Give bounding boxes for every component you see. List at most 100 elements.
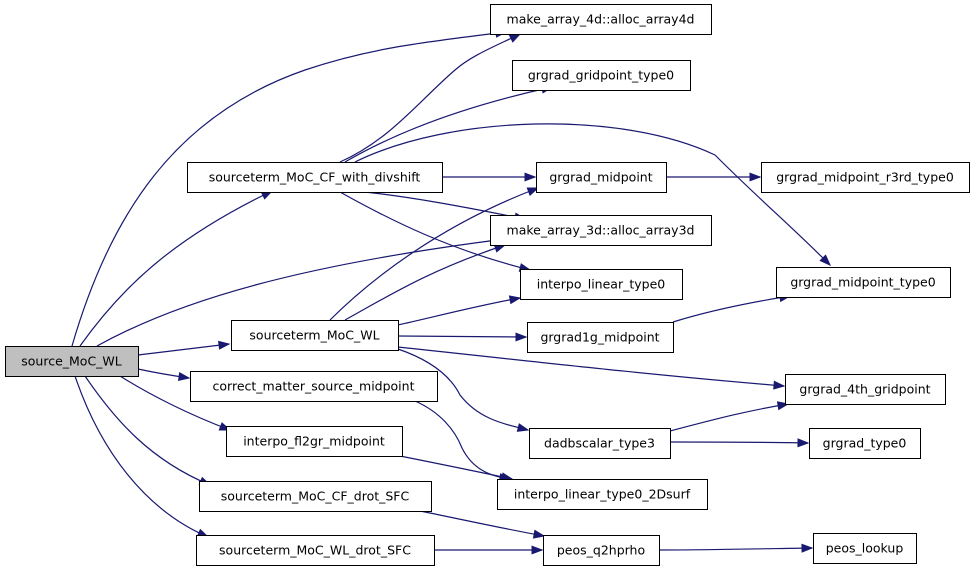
node-box bbox=[199, 481, 432, 512]
edge-line bbox=[96, 238, 506, 347]
edge-source-moc-wl-to-sourceterm-moc-wl-drot-sfc bbox=[74, 375, 210, 538]
edge-source-moc-wl-to-correct-matter-source-midpoint bbox=[137, 368, 191, 381]
node-box bbox=[490, 215, 712, 246]
node-label: sourceterm_MoC_WL_drot_SFC bbox=[219, 543, 411, 558]
node-grgrad-4th-gridpoint[interactable]: grgrad_4th_gridpoint bbox=[785, 374, 946, 405]
arrowhead bbox=[516, 423, 530, 432]
arrowhead bbox=[532, 529, 546, 539]
edge-line bbox=[397, 297, 521, 326]
node-grgrad-midpoint[interactable]: grgrad_midpoint bbox=[536, 162, 667, 193]
node-grgrad1g-midpoint[interactable]: grgrad1g_midpoint bbox=[527, 322, 674, 353]
edge-line bbox=[364, 191, 526, 220]
edge-source-moc-wl-to-sourceterm-moc-wl bbox=[137, 340, 231, 356]
node-box bbox=[497, 479, 708, 510]
edge-line bbox=[658, 547, 813, 551]
node-correct-matter-source-midpoint[interactable]: correct_matter_source_midpoint bbox=[190, 371, 438, 402]
node-box bbox=[512, 60, 691, 91]
node-label: source_MoC_WL bbox=[21, 354, 122, 369]
node-label: correct_matter_source_midpoint bbox=[213, 379, 415, 394]
edge-line bbox=[397, 348, 529, 431]
node-label: peos_lookup bbox=[826, 541, 904, 556]
edge-sourceterm-moc-wl-to-grgrad-midpoint bbox=[329, 187, 540, 321]
call-graph-edges bbox=[71, 28, 831, 555]
node-label: grgrad_type0 bbox=[823, 436, 907, 451]
edge-sourceterm-moc-wl-to-alloc-array3d bbox=[344, 244, 507, 321]
node-label: grgrad_4th_gridpoint bbox=[799, 382, 930, 397]
edge-grgrad-midpoint-to-grgrad-midpoint-r3rd-type0 bbox=[665, 172, 762, 182]
node-box bbox=[520, 269, 683, 300]
edge-grgrad1g-midpoint-to-grgrad-midpoint-type0 bbox=[672, 293, 792, 323]
node-interpo-fl2gr-midpoint[interactable]: interpo_fl2gr_midpoint bbox=[226, 426, 403, 457]
edge-line bbox=[339, 191, 531, 271]
node-sourceterm-moc-wl-drot-sfc[interactable]: sourceterm_MoC_WL_drot_SFC bbox=[196, 535, 435, 566]
edge-dadbscalar-type3-to-grgrad-type0 bbox=[669, 438, 810, 448]
edge-line bbox=[137, 343, 230, 356]
edge-sourceterm-moc-wl-to-grgrad1g-midpoint bbox=[397, 332, 528, 342]
node-label: grgrad_midpoint_r3rd_type0 bbox=[776, 170, 954, 185]
node-sourceterm-moc-wl[interactable]: sourceterm_MoC_WL bbox=[231, 320, 399, 351]
node-grgrad-gridpoint-type0[interactable]: grgrad_gridpoint_type0 bbox=[512, 60, 691, 91]
arrowhead bbox=[515, 332, 528, 342]
arrowhead bbox=[508, 33, 522, 43]
edge-line bbox=[419, 510, 545, 537]
node-label: peos_q2hprho bbox=[557, 543, 645, 558]
arrowhead bbox=[177, 372, 191, 381]
node-grgrad-midpoint-r3rd-type0[interactable]: grgrad_midpoint_r3rd_type0 bbox=[761, 162, 970, 193]
node-sourceterm-moc-cf-with-divshift[interactable]: sourceterm_MoC_CF_with_divshift bbox=[187, 162, 443, 193]
edge-correct-matter-source-midpoint-to-interpo-linear-type0-2dsurf bbox=[414, 400, 512, 483]
node-alloc-array4d[interactable]: make_array_4d::alloc_array4d bbox=[490, 4, 712, 35]
node-box bbox=[536, 162, 667, 193]
arrowhead bbox=[218, 340, 231, 350]
arrowhead bbox=[801, 543, 814, 553]
node-peos-lookup[interactable]: peos_lookup bbox=[813, 533, 917, 564]
edge-sourceterm-moc-cf-with-divshift-to-grgrad-midpoint bbox=[441, 172, 537, 182]
edge-interpo-fl2gr-midpoint-to-interpo-linear-type0-2dsurf bbox=[399, 455, 514, 482]
edge-line bbox=[339, 33, 521, 163]
edge-sourceterm-moc-cf-drot-sfc-to-peos-q2hprho bbox=[419, 510, 546, 539]
node-grgrad-type0[interactable]: grgrad_type0 bbox=[809, 428, 921, 459]
node-box bbox=[813, 533, 917, 564]
node-label: make_array_4d::alloc_array4d bbox=[507, 12, 695, 27]
node-peos-q2hprho[interactable]: peos_q2hprho bbox=[543, 535, 660, 566]
arrowhead bbox=[524, 172, 537, 182]
edge-sourceterm-moc-wl-to-dadbscalar-type3 bbox=[397, 348, 530, 432]
node-label: dadbscalar_type3 bbox=[544, 436, 655, 451]
edge-line bbox=[669, 403, 789, 432]
node-source-moc-wl[interactable]: source_MoC_WL bbox=[5, 346, 139, 377]
node-box bbox=[776, 267, 951, 298]
node-interpo-linear-type0-2dsurf[interactable]: interpo_linear_type0_2Dsurf bbox=[497, 479, 708, 510]
edge-line bbox=[672, 295, 791, 323]
edge-dadbscalar-type3-to-grgrad-4th-gridpoint bbox=[669, 401, 790, 432]
node-box bbox=[527, 322, 674, 353]
node-label: grgrad_midpoint bbox=[549, 170, 652, 185]
edge-line bbox=[119, 375, 231, 431]
node-alloc-array3d[interactable]: make_array_3d::alloc_array3d bbox=[490, 215, 712, 246]
node-label: grgrad1g_midpoint bbox=[540, 330, 659, 345]
arrowhead bbox=[819, 254, 831, 266]
edge-sourceterm-moc-wl-to-interpo-linear-type0 bbox=[397, 295, 522, 326]
call-graph-nodes: source_MoC_WL make_array_4d::alloc_array4… bbox=[5, 4, 970, 566]
node-box bbox=[190, 371, 438, 402]
node-sourceterm-moc-cf-drot-sfc[interactable]: sourceterm_MoC_CF_drot_SFC bbox=[199, 481, 432, 512]
edge-line bbox=[74, 375, 209, 538]
node-label: sourceterm_MoC_WL bbox=[249, 328, 379, 343]
arrowhead bbox=[531, 545, 544, 555]
node-grgrad-midpoint-type0[interactable]: grgrad_midpoint_type0 bbox=[776, 267, 951, 298]
arrowhead bbox=[508, 295, 522, 305]
node-box bbox=[785, 374, 946, 405]
node-box bbox=[490, 4, 712, 35]
node-label: sourceterm_MoC_CF_drot_SFC bbox=[221, 489, 410, 504]
node-label: grgrad_gridpoint_type0 bbox=[528, 68, 674, 83]
edge-line bbox=[344, 86, 553, 163]
node-box bbox=[5, 346, 139, 377]
edge-line bbox=[397, 335, 527, 338]
node-interpo-linear-type0[interactable]: interpo_linear_type0 bbox=[520, 269, 683, 300]
edge-line bbox=[344, 244, 506, 321]
arrowhead bbox=[749, 172, 762, 182]
node-box bbox=[543, 535, 660, 566]
node-label: make_array_3d::alloc_array3d bbox=[507, 223, 695, 238]
node-label: interpo_linear_type0 bbox=[537, 277, 665, 292]
node-label: sourceterm_MoC_CF_with_divshift bbox=[209, 170, 421, 185]
node-dadbscalar-type3[interactable]: dadbscalar_type3 bbox=[529, 428, 671, 459]
edge-sourceterm-moc-cf-with-divshift-to-grgrad-midpoint-type0 bbox=[354, 123, 831, 266]
